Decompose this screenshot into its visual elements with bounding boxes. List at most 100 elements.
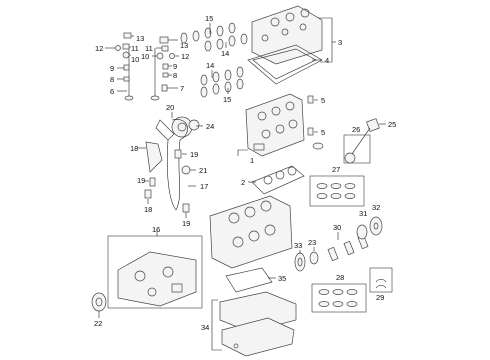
callout-26: 26 [352, 125, 360, 134]
callout-7: 7 [180, 84, 184, 93]
cylinder-head [245, 93, 305, 157]
valve-guide-7 [161, 84, 168, 92]
callout-12a: 12 [95, 44, 103, 53]
callout-16: 16 [152, 225, 160, 234]
callout-5a: 5 [321, 96, 325, 105]
callout-14b: 14 [206, 61, 214, 70]
callout-4: 4 [325, 56, 329, 65]
crankshaft-30 [317, 234, 373, 263]
callout-31: 31 [359, 209, 367, 218]
valve-part-12 [115, 45, 121, 51]
valve-seal-8b [162, 72, 169, 78]
callout-21: 21 [199, 166, 207, 175]
callout-27: 27 [332, 165, 340, 174]
callout-9b: 9 [173, 62, 177, 71]
callout-12b: 12 [181, 52, 189, 61]
callout-33: 33 [294, 241, 302, 250]
callout-35: 35 [278, 274, 286, 283]
chain-guide-18a [145, 141, 163, 173]
callout-30: 30 [333, 223, 341, 232]
camshaft-lower-2 [195, 78, 251, 98]
callout-5b: 5 [321, 128, 325, 137]
crank-damper-33 [294, 252, 306, 272]
callout-8b: 8 [173, 71, 177, 80]
callout-11a: 11 [131, 44, 139, 53]
piston-connecting-rod [344, 118, 380, 164]
callout-25: 25 [388, 120, 396, 129]
callout-19b: 19 [137, 176, 145, 185]
valve-retainer-10 [122, 51, 130, 59]
callout-10a: 10 [131, 55, 139, 64]
tensioner-19b [149, 177, 156, 187]
thrust-washer-29 [375, 278, 387, 289]
callout-1: 1 [250, 156, 254, 165]
rod-bearings-27 [316, 183, 356, 199]
callout-2: 2 [241, 178, 245, 187]
callout-bracket-3 [318, 17, 333, 63]
callout-18b: 18 [144, 205, 152, 214]
callout-6: 6 [110, 87, 114, 96]
camshaft-gear-25 [188, 119, 200, 131]
callout-9a: 9 [110, 64, 114, 73]
camshaft-upper [175, 22, 245, 44]
valve-keeper-11b [161, 45, 169, 52]
chain-guide-upper [155, 119, 175, 141]
callout-3: 3 [338, 38, 342, 47]
valve-spring-9 [123, 64, 130, 71]
rod-bearing-set-box [309, 175, 365, 207]
crank-sprocket-23 [309, 251, 319, 265]
front-seal-22 [91, 292, 107, 312]
rear-seal-31 [356, 224, 368, 240]
head-gasket [251, 165, 305, 195]
head-seal [312, 142, 324, 150]
callout-bracket-34 [211, 299, 222, 351]
callout-14a: 14 [221, 49, 229, 58]
callout-19a: 19 [190, 150, 198, 159]
timing-cover-16 [117, 251, 197, 307]
callout-28: 28 [336, 273, 344, 282]
chain-guide-18b [144, 189, 152, 199]
engine-block [209, 195, 293, 269]
leader-1 [237, 149, 248, 156]
main-bearings-28 [318, 289, 358, 307]
valve-retainer-10b [156, 52, 164, 60]
timing-chain-17 [166, 119, 188, 211]
callout-34: 34 [201, 323, 209, 332]
callout-23: 23 [308, 238, 316, 247]
callout-13a: 13 [136, 34, 144, 43]
tensioner-19c [182, 203, 190, 213]
main-bearing-set-box [311, 283, 367, 313]
valve-keeper-11 [122, 43, 130, 50]
callout-10b: 10 [141, 52, 149, 61]
callout-11b: 11 [145, 44, 153, 53]
callout-13b: 13 [180, 41, 188, 50]
callout-18a: 18 [130, 144, 138, 153]
valve-lifter-13 [123, 32, 132, 39]
callout-29: 29 [376, 293, 384, 302]
callout-17: 17 [200, 182, 208, 191]
head-plug-5b [307, 127, 314, 136]
valve-part-12b [169, 53, 175, 59]
callout-32: 32 [372, 203, 380, 212]
timing-cover-group-box [107, 235, 203, 309]
callout-19c: 19 [182, 219, 190, 228]
oil-baffle-35 [225, 267, 273, 293]
valve-seal-8 [123, 76, 130, 82]
camshaft-lower [195, 66, 251, 86]
oil-pan-lower [221, 317, 295, 357]
camshaft-upper-2 [199, 33, 249, 52]
callout-24: 24 [206, 122, 214, 131]
head-plug-5a [307, 95, 314, 104]
thrust-washer-box [369, 267, 393, 293]
callout-22: 22 [94, 319, 102, 328]
tensioner-19a [174, 149, 182, 159]
callout-15a: 15 [205, 14, 213, 23]
valve-lifter-13b [159, 36, 169, 44]
idler-21 [181, 165, 191, 175]
timing-sprocket-24 [171, 116, 193, 138]
callout-15b: 15 [223, 95, 231, 104]
callout-8a: 8 [110, 75, 114, 84]
rod-group-box [343, 134, 371, 164]
